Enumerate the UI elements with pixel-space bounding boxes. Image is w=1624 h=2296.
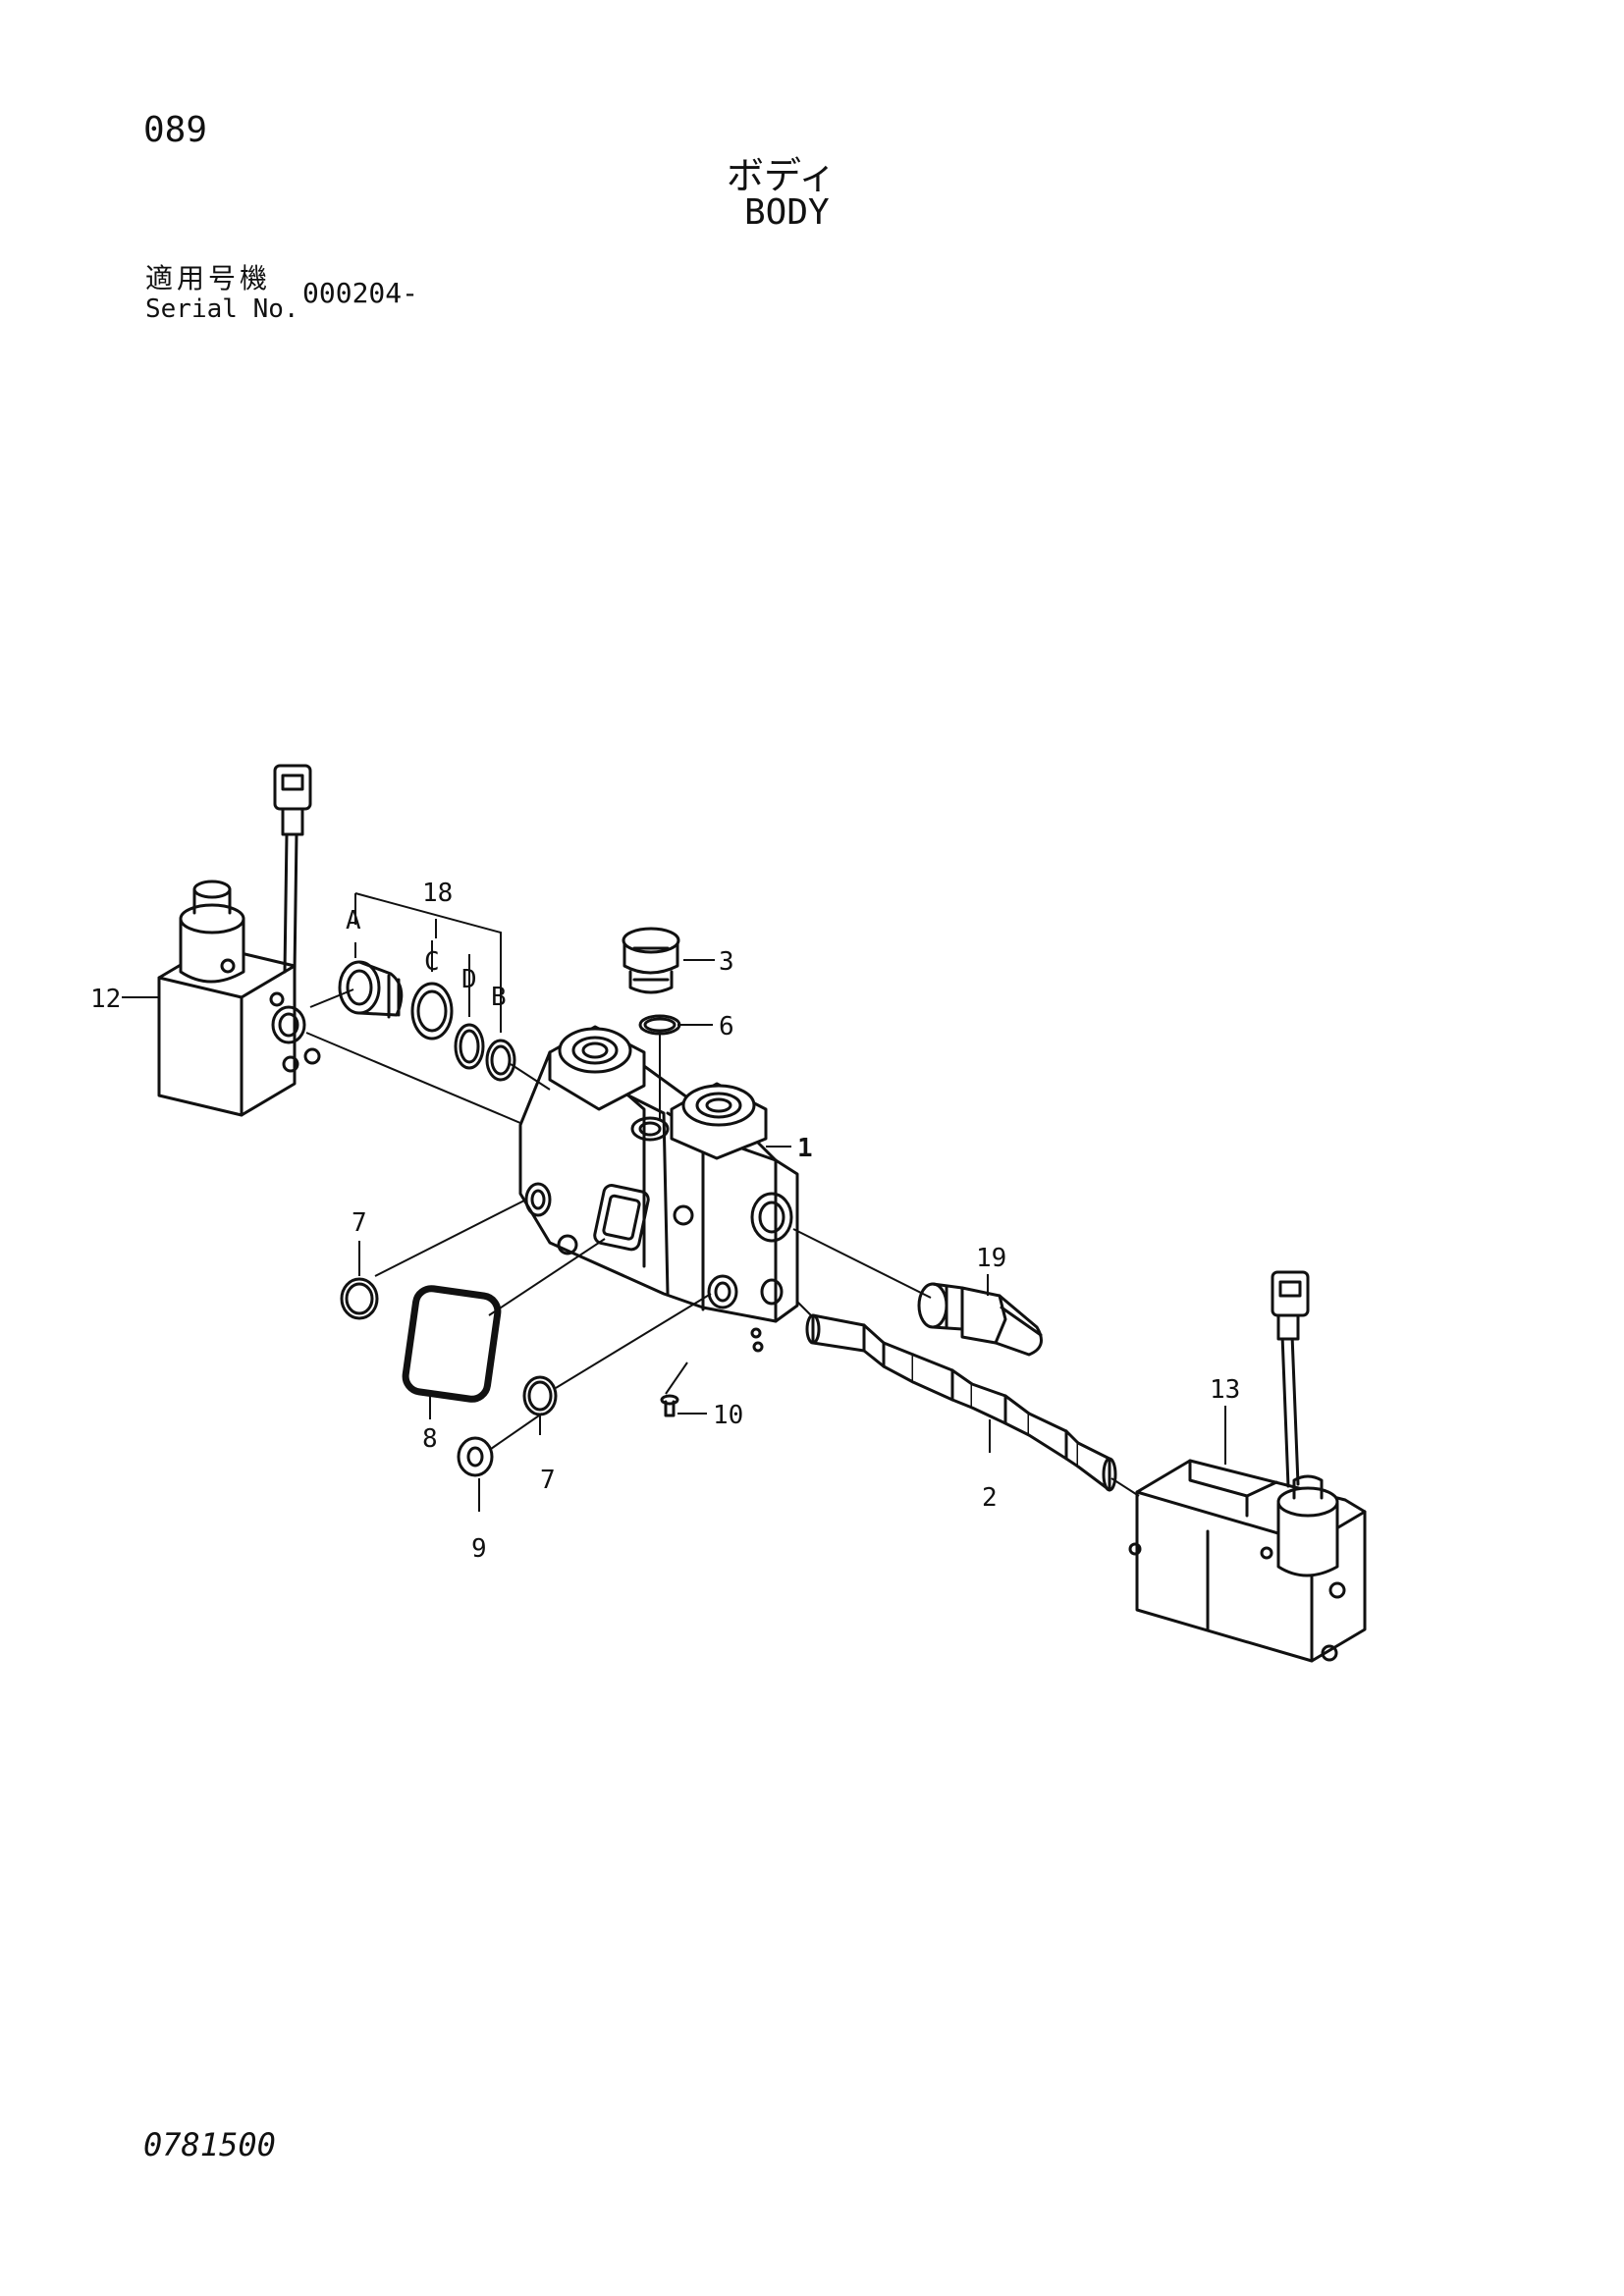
callout-letter-c: C bbox=[424, 947, 440, 977]
callout-8: 8 bbox=[422, 1424, 438, 1454]
washer bbox=[457, 1436, 494, 1477]
callout-12: 12 bbox=[90, 985, 121, 1014]
callout-13: 13 bbox=[1210, 1375, 1240, 1405]
page-title: BODY bbox=[744, 192, 830, 233]
o-ring-7-left bbox=[340, 1277, 379, 1320]
callout-letter-d: D bbox=[461, 965, 477, 994]
serial-label: Serial No. bbox=[145, 294, 299, 324]
callout-19: 19 bbox=[976, 1244, 1006, 1273]
plug bbox=[622, 927, 680, 994]
callout-letter-a: A bbox=[346, 906, 361, 935]
drawing-number: 0781500 bbox=[143, 2126, 276, 2163]
serial-label-japanese: 適用号機 bbox=[145, 262, 272, 294]
spool bbox=[805, 1313, 1117, 1492]
solenoid-valve-right bbox=[1128, 1270, 1367, 1663]
serial-number-value: 000204- bbox=[302, 277, 419, 309]
callout-2: 2 bbox=[982, 1483, 998, 1513]
callout-18: 18 bbox=[422, 879, 453, 908]
callout-7-right: 7 bbox=[540, 1466, 556, 1495]
gasket bbox=[402, 1285, 502, 1403]
page-number: 089 bbox=[143, 110, 208, 150]
callout-9: 9 bbox=[471, 1534, 487, 1564]
callout-1: 1 bbox=[797, 1134, 813, 1163]
callout-letter-b: B bbox=[491, 983, 507, 1012]
callout-3: 3 bbox=[719, 947, 734, 977]
solenoid-valve-left bbox=[157, 764, 321, 1117]
callout-6: 6 bbox=[719, 1012, 734, 1041]
callout-10: 10 bbox=[713, 1401, 743, 1430]
page-title-japanese: ボディ bbox=[727, 154, 837, 197]
pressure-switch bbox=[917, 1282, 1043, 1357]
screw bbox=[660, 1394, 679, 1417]
callout-7-left: 7 bbox=[352, 1208, 367, 1238]
valve-body bbox=[518, 1025, 799, 1353]
cartridge-kit bbox=[338, 960, 516, 1082]
